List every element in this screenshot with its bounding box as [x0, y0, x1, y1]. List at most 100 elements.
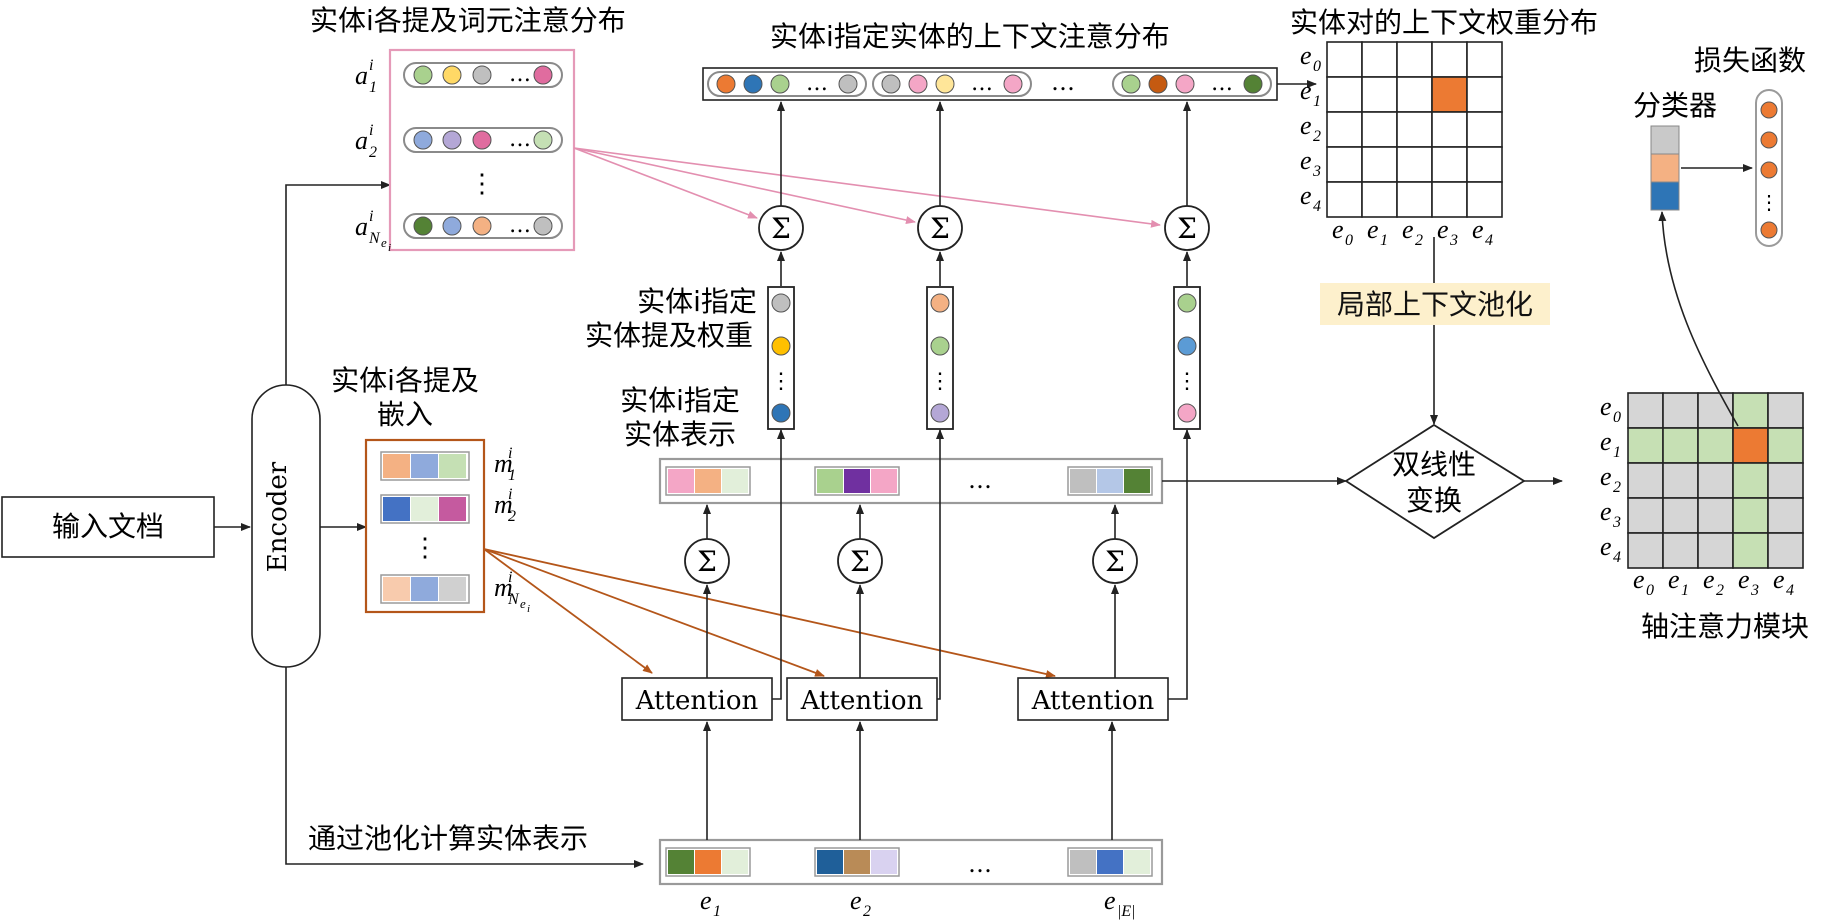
matrix-cell: [1466, 41, 1503, 78]
attention-dot: [442, 216, 462, 236]
attention-dot: [1760, 161, 1778, 179]
label-sup: i: [369, 57, 373, 74]
label-sub: 2: [1415, 232, 1423, 249]
axial-cell: [1697, 497, 1734, 534]
label-subsub: e: [381, 235, 387, 250]
matrix-cell: [1326, 41, 1363, 78]
attention-dot: [413, 130, 433, 150]
entity-cell: [1124, 850, 1150, 874]
axial-cell: [1732, 532, 1769, 569]
svg-text:Σ: Σ: [1177, 212, 1197, 245]
label-sub: 0: [1646, 582, 1654, 599]
attention-dot: [771, 293, 791, 313]
label-sub: 1: [508, 467, 516, 484]
matrix-cell: [1466, 146, 1503, 183]
axial-cell: [1627, 497, 1664, 534]
attention-dot: [413, 216, 433, 236]
row-ellipsis: …: [509, 213, 531, 238]
axial-cell: [1732, 392, 1769, 429]
entity-cell: [844, 850, 870, 874]
label-base: e: [1300, 41, 1312, 70]
label-sub: 3: [1750, 582, 1759, 599]
axial-cell: [1697, 532, 1734, 569]
orange-arrow-2: [483, 548, 825, 677]
label-sub: 0: [1613, 409, 1621, 426]
mention-weight-columns: ⋮⋮⋮: [767, 286, 1201, 430]
embedding-cell: [383, 577, 410, 601]
attention-dot: [743, 74, 763, 94]
token-rows-vdots: ⋮: [469, 169, 495, 199]
embed-rows-vdots: ⋮: [412, 533, 438, 563]
arrow-att2-weight: [936, 429, 944, 700]
embedding-cell: [383, 497, 410, 521]
spec-cell: [668, 469, 694, 493]
mention-token-rows: ………: [403, 62, 563, 239]
axial-cell: [1697, 462, 1734, 499]
input-document-label: 输入文档: [52, 510, 164, 543]
attention-dot: [1760, 101, 1778, 119]
matrix-cell: [1431, 76, 1468, 113]
attention-dot: [1177, 293, 1197, 313]
pink-arrow-2: [573, 147, 916, 225]
attention-dot: [771, 336, 791, 356]
axial-cell: [1732, 427, 1769, 464]
encoder-node: Encoder: [251, 384, 321, 668]
spec-cell: [1097, 469, 1123, 493]
spec-cell: [695, 469, 721, 493]
attention-dot: [716, 74, 736, 94]
label-base: e: [1472, 215, 1484, 244]
pair-context-weight-title: 实体对的上下文权重分布: [1290, 6, 1598, 39]
matrix-cell: [1361, 111, 1398, 148]
entity-cell: [695, 850, 721, 874]
entity-cell: [1070, 850, 1096, 874]
label-sub: 4: [1313, 198, 1321, 215]
bilinear-label-1: 双线性: [1392, 448, 1476, 481]
axial-cell: [1767, 462, 1804, 499]
label-base: e: [1600, 392, 1612, 421]
matrix-cell: [1466, 181, 1503, 218]
axial-cell: [1697, 427, 1734, 464]
label-sub: 2: [1613, 479, 1621, 496]
row-ellipsis: …: [509, 62, 531, 87]
attention-dot: [413, 65, 433, 85]
matrix-cell: [1431, 41, 1468, 78]
attention-dot: [533, 216, 553, 236]
label-sub: 1: [1380, 232, 1388, 249]
label-sub: 2: [1313, 128, 1321, 145]
label-sub: 1: [1613, 444, 1621, 461]
attention-dot: [1148, 74, 1168, 94]
group-ellipsis: …: [806, 71, 828, 96]
spec-cell: [844, 469, 870, 493]
sigma-top-3: Σ: [1164, 205, 1210, 251]
attention-dot: [472, 65, 492, 85]
attention-dot: [442, 65, 462, 85]
embed-row-label: mi1: [494, 445, 516, 484]
attention-dot: [1177, 336, 1197, 356]
attention-dot: [908, 74, 928, 94]
attention-dot: [838, 74, 858, 94]
attention-dot: [1177, 403, 1197, 423]
spec-cell: [1124, 469, 1150, 493]
label-sub: 1: [713, 903, 721, 920]
label-sub: 3: [1312, 163, 1321, 180]
label-sub: 2: [863, 903, 871, 920]
loss-vector: [1760, 101, 1778, 239]
arrow-att3-weight: [1168, 429, 1191, 700]
attention-dot: [930, 336, 950, 356]
matrix-cell: [1361, 146, 1398, 183]
attention-dot: [533, 130, 553, 150]
local-pooling-label: 局部上下文池化: [1337, 288, 1533, 321]
attention-dot: [472, 216, 492, 236]
axial-cell: [1662, 497, 1699, 534]
